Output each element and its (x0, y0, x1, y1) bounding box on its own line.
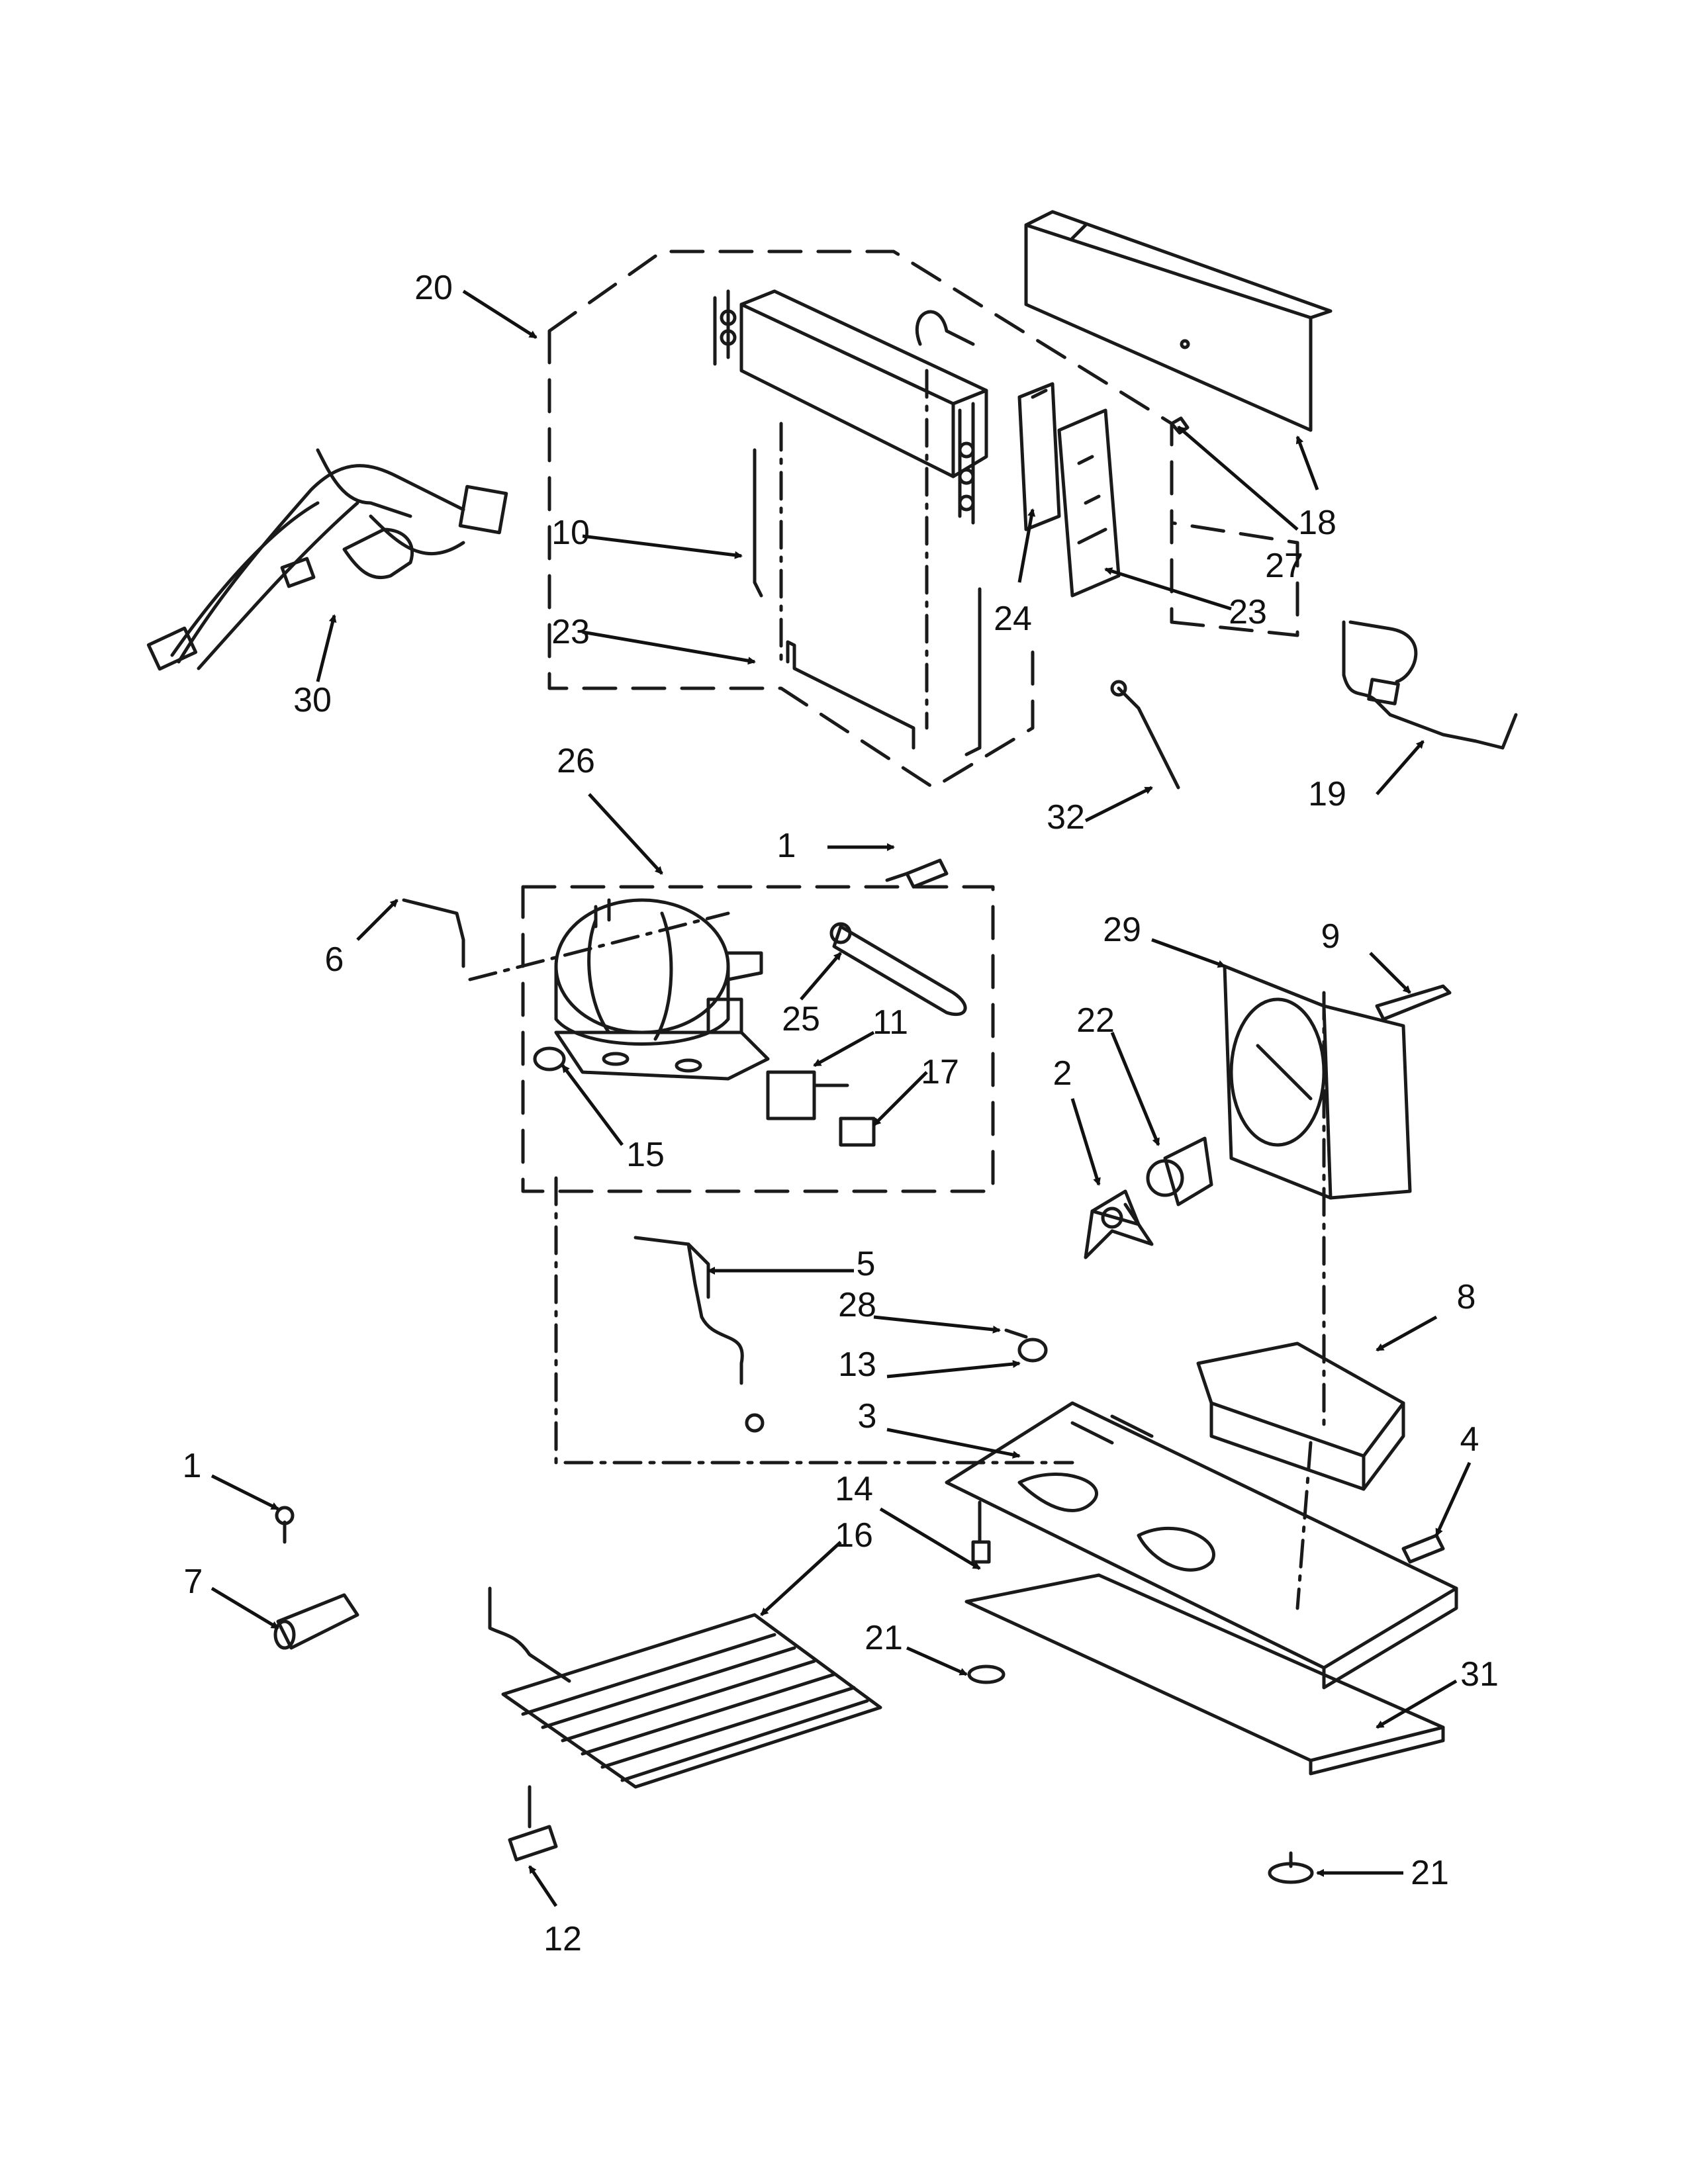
part-16-condenser (488, 1586, 882, 1789)
callout-22: 22 (1076, 1001, 1115, 1040)
callout-11: 11 (872, 1003, 908, 1042)
callout-28: 28 (838, 1286, 876, 1324)
part-3-base-pan (945, 1401, 1458, 1690)
alignment-lines (468, 369, 1326, 1610)
part-32-sensor (1110, 680, 1180, 790)
part-6-wire (402, 898, 465, 968)
evaporator-cover-right (1057, 408, 1121, 598)
callout-30: 30 (293, 681, 332, 719)
wire-harness (146, 448, 508, 671)
part-12-clip (508, 1785, 558, 1862)
part-25-drier (829, 922, 967, 1017)
compressor-enclosure-outline (521, 885, 995, 1193)
compressor-body (554, 898, 770, 1081)
evaporator-housing-outline (547, 250, 1299, 790)
callout-leaders (211, 289, 1472, 1907)
evaporator-coil (713, 289, 988, 525)
callout-13: 13 (838, 1345, 876, 1384)
callout-16: 16 (835, 1516, 873, 1555)
callout-1-top: 1 (776, 827, 796, 865)
part-13-grommet (1017, 1338, 1048, 1363)
callout-23b: 23 (1229, 593, 1267, 631)
part-27-clip (1170, 416, 1190, 435)
callout-10: 10 (551, 514, 590, 552)
callout-21-bottom: 21 (1411, 1854, 1449, 1892)
callout-2: 2 (1053, 1054, 1072, 1093)
part-9-screw (1375, 984, 1452, 1021)
callout-26: 26 (557, 742, 595, 780)
callout-27: 27 (1265, 547, 1303, 585)
part-8-bracket (1196, 1342, 1405, 1491)
callout-8: 8 (1456, 1278, 1476, 1316)
callout-19: 19 (1308, 775, 1346, 813)
part-18-channel (1024, 210, 1333, 432)
part-28-clip (1004, 1328, 1028, 1339)
part-5-drain-tube (633, 1236, 765, 1433)
callout-12: 12 (543, 1920, 582, 1958)
part-14-screw (971, 1500, 991, 1564)
part-1-screw-bottom (275, 1506, 295, 1544)
callout-14: 14 (835, 1470, 873, 1508)
callout-17: 17 (921, 1053, 959, 1091)
callout-1-bottom: 1 (182, 1447, 202, 1485)
callout-15: 15 (626, 1136, 665, 1174)
callout-31: 31 (1460, 1655, 1499, 1694)
part-31-cover (964, 1573, 1445, 1776)
callout-29: 29 (1103, 911, 1141, 949)
callout-24: 24 (994, 600, 1032, 638)
part-11-relay (766, 1070, 849, 1120)
callout-3: 3 (857, 1397, 877, 1435)
callout-20: 20 (414, 269, 453, 307)
callout-4: 4 (1460, 1420, 1479, 1459)
callout-9: 9 (1321, 917, 1340, 956)
part-7-tube (273, 1593, 359, 1650)
callout-23a: 23 (551, 613, 590, 651)
evaporator-bracket-left (786, 640, 915, 750)
part-17-overload (839, 1116, 876, 1147)
part-4-screw (1401, 1533, 1445, 1564)
part-22-fan-motor (1146, 1136, 1213, 1206)
part-15-grommet (533, 1046, 566, 1071)
part-24-duct (1017, 382, 1061, 531)
part-29-fan-shroud (1223, 964, 1412, 1200)
defrost-thermistor (753, 448, 982, 756)
part-2-fan-blade (1084, 1189, 1154, 1259)
callout-18: 18 (1298, 504, 1336, 542)
callout-21-top: 21 (865, 1619, 903, 1657)
callout-6: 6 (324, 940, 344, 979)
callout-7: 7 (183, 1563, 203, 1601)
part-19-tube (1342, 620, 1518, 750)
callout-32: 32 (1047, 798, 1085, 837)
part-21-feet (967, 1664, 1314, 1884)
part-1-screw-top (885, 858, 949, 889)
callout-25: 25 (782, 1000, 820, 1038)
callout-5: 5 (856, 1245, 876, 1283)
